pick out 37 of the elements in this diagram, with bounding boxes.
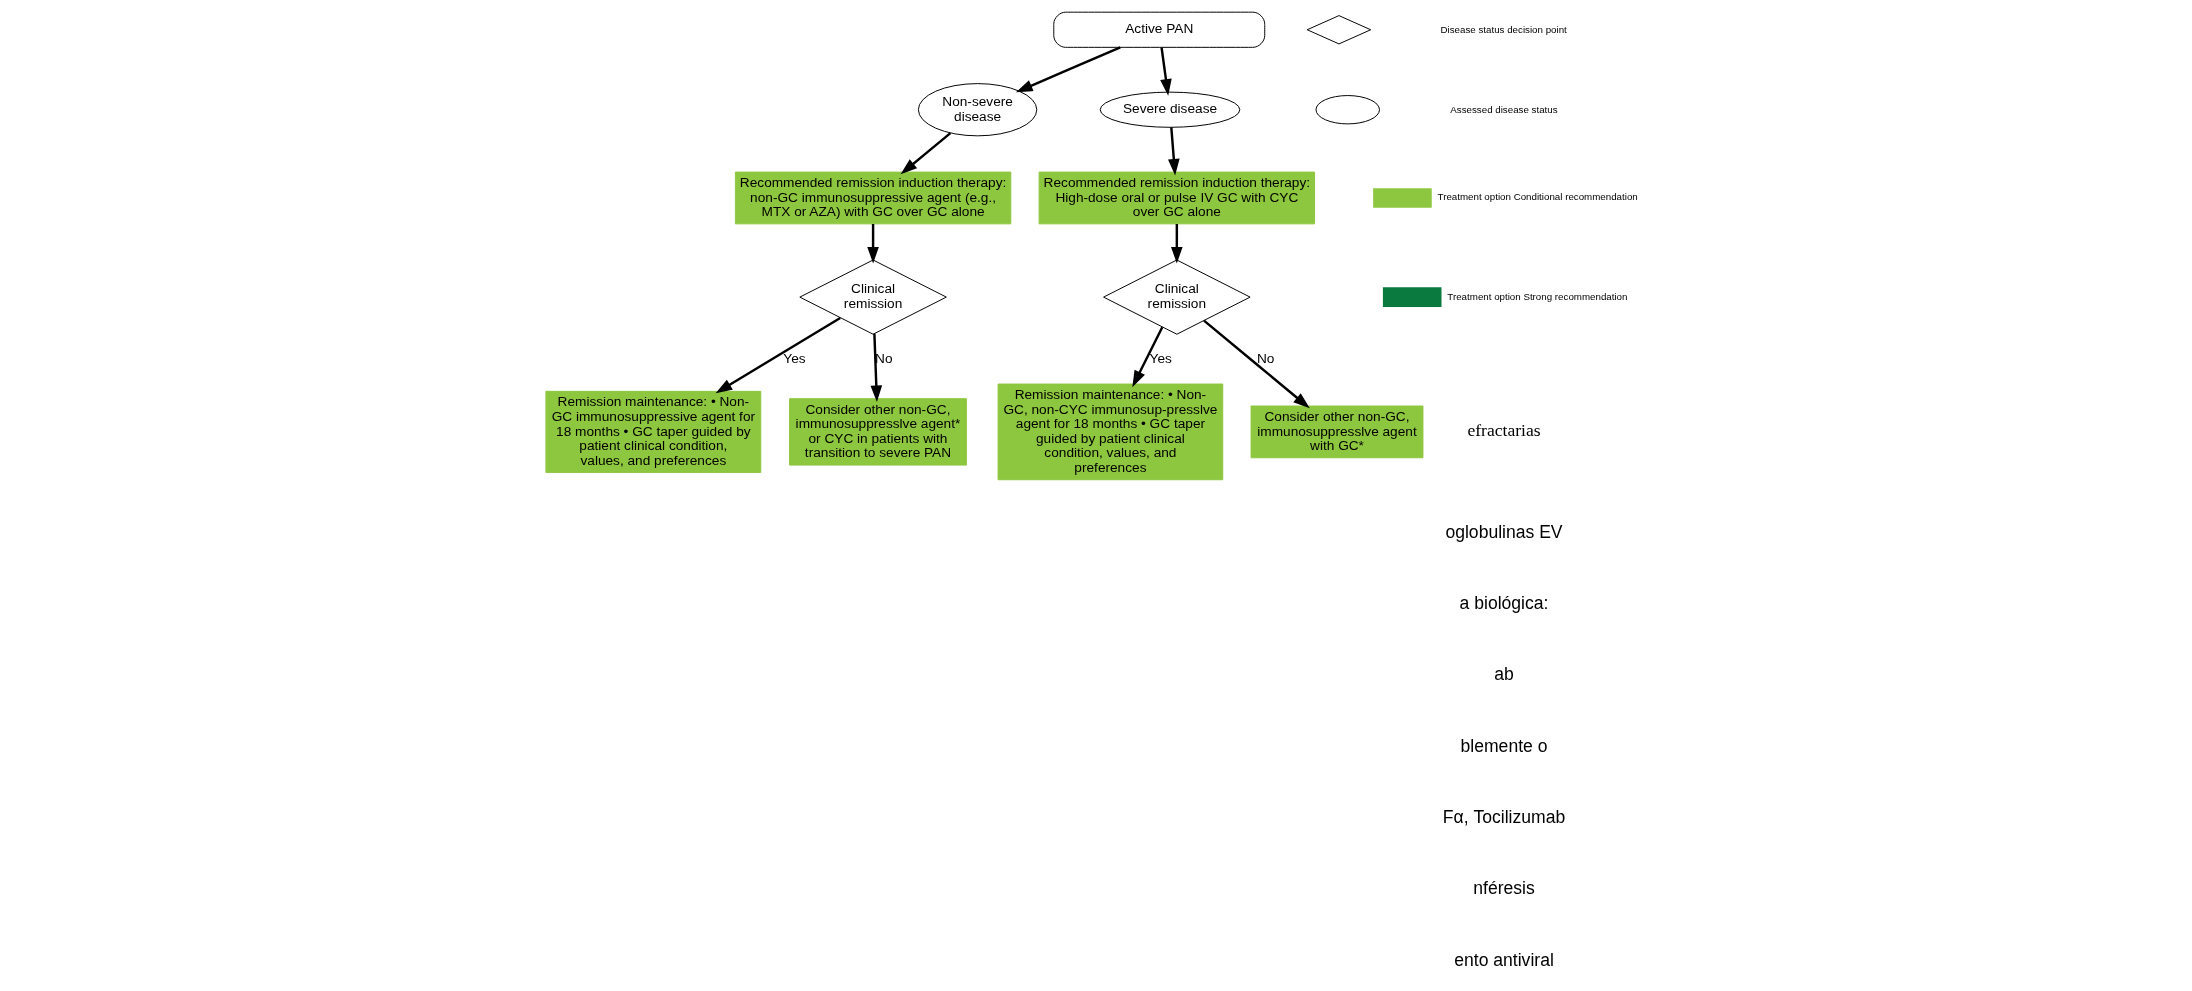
edge-label: No — [1256, 350, 1274, 366]
node-ellipse: Severe disease — [1099, 91, 1240, 128]
node-box: Active PAN — [1052, 11, 1265, 48]
node-diamond: Clinical remission — [1102, 259, 1251, 335]
node-box: Recommended remission induction therapy: non-GC immunosuppressive agent (e.g., MTX or AZA) with GC over GC alone — [734, 171, 1011, 225]
label: Fα, Tocilizumab — [1442, 806, 1565, 827]
node-box: Consider other non-GC, immunosuppresslve agent* or CYC in patients with transition to severe PAN — [788, 398, 967, 466]
label: ab — [1493, 664, 1514, 685]
legend-label: Treatment option Conditional recommendation — [1437, 191, 1638, 203]
node-box: Recommended remission induction therapy: High-dose oral or pulse IV GC with CYC over GC alone — [1038, 171, 1315, 225]
arrow — [866, 224, 879, 264]
node-ellipse: Non-severe disease — [917, 83, 1037, 137]
arrow — [1170, 224, 1183, 264]
label: a biológica: — [1459, 593, 1548, 614]
arrow — [715, 316, 841, 394]
node-box: Remission maintenance: • Non-GC immunosuppressive agent for 18 months • GC taper guided by patient clinical condition, values, and preferences — [544, 390, 761, 473]
label: nféresis — [1472, 878, 1535, 899]
arrow — [1167, 127, 1180, 176]
arrow — [870, 333, 882, 403]
arrow — [1131, 326, 1163, 388]
label: ento antiviral — [1453, 949, 1554, 970]
label: oglobulinas EV — [1444, 521, 1563, 542]
node-diamond: Clinical remission — [798, 259, 947, 335]
label: efractarias — [1466, 420, 1541, 441]
arrow — [1159, 47, 1172, 96]
legend-label: Disease status decision point — [1440, 23, 1567, 35]
edge-label: Yes — [1149, 350, 1172, 366]
legend-label: Treatment option Strong recommendation — [1446, 290, 1627, 302]
node-box: Consider other non-GC, immunosuppresslve agent with GC* — [1250, 405, 1423, 459]
edge-label: No — [874, 350, 893, 366]
legend-label: Assessed disease status — [1449, 103, 1558, 115]
node-box: Remission maintenance: • Non-GC, non-CYC immunosup-presslve agent for 18 months • GC taper guided by patient clinical condition, values, and preferences — [997, 383, 1223, 481]
label: blemente o — [1460, 735, 1547, 756]
arrow — [1015, 46, 1121, 93]
arrow — [900, 132, 951, 175]
arrow — [1202, 319, 1310, 409]
edge-label: Yes — [782, 350, 806, 366]
